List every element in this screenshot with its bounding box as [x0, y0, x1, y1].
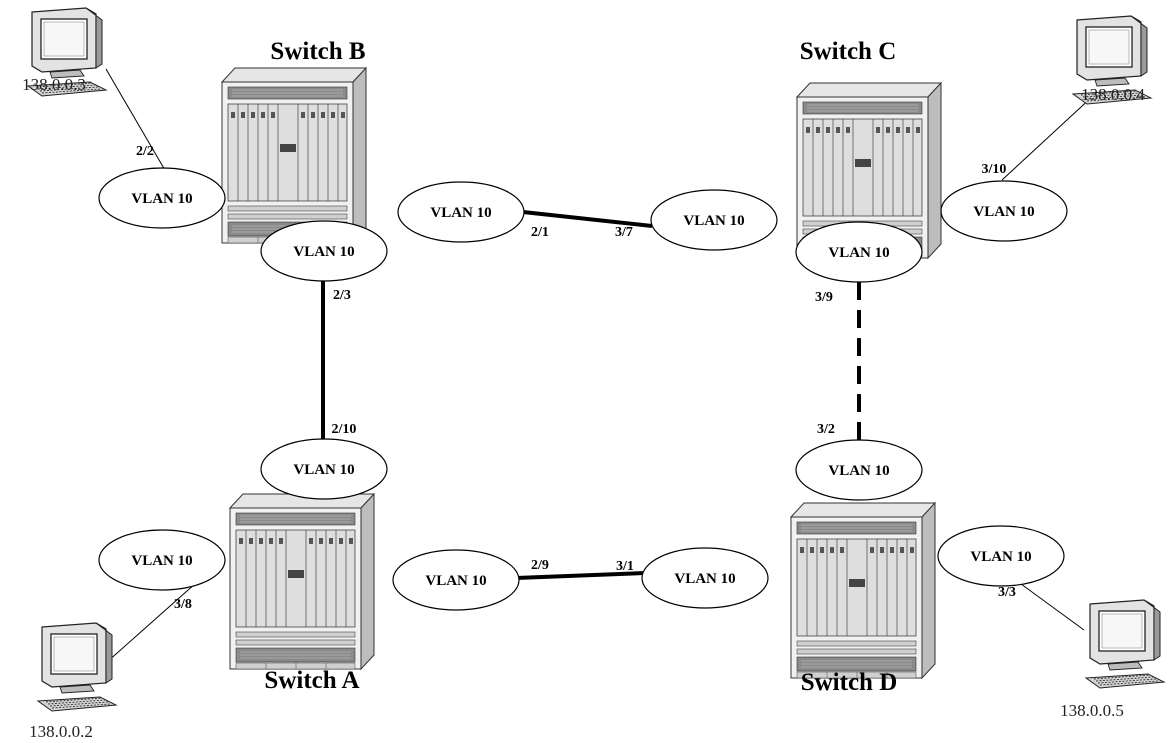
switch-b-chassis: [221, 67, 367, 244]
port-label-c-d: 3/9: [815, 290, 833, 305]
switch-d-chassis: [790, 502, 936, 679]
vlan-label: VLAN 10: [674, 571, 735, 587]
vlan-bubble-a-right: VLAN 10: [392, 549, 520, 611]
port-label-d-a: 3/1: [616, 559, 634, 574]
vlan-label: VLAN 10: [828, 245, 889, 261]
vlan-label: VLAN 10: [430, 205, 491, 221]
vlan-label: VLAN 10: [828, 463, 889, 479]
vlan-bubble-host-c: VLAN 10: [940, 180, 1068, 242]
vlan-bubble-a-top: VLAN 10: [260, 438, 388, 500]
vlan-label: VLAN 10: [293, 244, 354, 260]
vlan-bubble-host-d: VLAN 10: [937, 525, 1065, 587]
port-label-c-b: 3/7: [615, 225, 633, 240]
vlan-label: VLAN 10: [131, 191, 192, 207]
vlan-label: VLAN 10: [425, 573, 486, 589]
switch-a-title: Switch A: [264, 667, 359, 694]
vlan-label: VLAN 10: [293, 462, 354, 478]
link-a-d: [515, 571, 646, 580]
link-host-c: [1001, 94, 1095, 181]
switch-a-chassis: [229, 493, 375, 670]
vlan-bubble-host-b: VLAN 10: [98, 167, 226, 229]
vlan-bubble-c-left: VLAN 10: [650, 189, 778, 251]
port-label-b-a: 2/3: [333, 288, 351, 303]
link-host-a: [106, 582, 197, 663]
host-c-ip: 138.0.0.4: [1081, 85, 1145, 104]
vlan-bubble-host-a: VLAN 10: [98, 529, 226, 591]
vlan-label: VLAN 10: [973, 204, 1034, 220]
port-label-b-c: 2/1: [531, 225, 549, 240]
port-label-host-a: 3/8: [174, 597, 192, 612]
host-d-ip: 138.0.0.5: [1060, 701, 1124, 720]
vlan-bubble-d-top: VLAN 10: [795, 439, 923, 501]
port-label-host-d: 3/3: [998, 585, 1016, 600]
port-label-a-b: 2/10: [332, 422, 357, 437]
host-a-computer-icon: [37, 622, 117, 712]
switch-c-title: Switch C: [800, 38, 897, 65]
vlan-bubble-b-right: VLAN 10: [397, 181, 525, 243]
vlan-label: VLAN 10: [683, 213, 744, 229]
port-label-host-b: 2/2: [136, 144, 154, 159]
connection-lines: [105, 68, 1095, 663]
vlan-label: VLAN 10: [970, 549, 1031, 565]
port-label-host-c: 3/10: [982, 162, 1007, 177]
vlan-label: VLAN 10: [131, 553, 192, 569]
host-d-computer-icon: [1085, 599, 1165, 689]
port-label-a-d: 2/9: [531, 558, 549, 573]
link-b-c: [522, 210, 653, 228]
vlan-bubble-d-left: VLAN 10: [641, 547, 769, 609]
switch-d-title: Switch D: [801, 669, 898, 696]
vlan-bubble-c-bottom: VLAN 10: [795, 221, 923, 283]
vlan-bubble-b-bottom: VLAN 10: [260, 220, 388, 282]
host-b-ip: 138.0.0.3: [22, 75, 86, 94]
port-label-d-c: 3/2: [817, 422, 835, 437]
host-a-ip: 138.0.0.2: [29, 722, 93, 741]
switch-b-title: Switch B: [270, 38, 365, 65]
